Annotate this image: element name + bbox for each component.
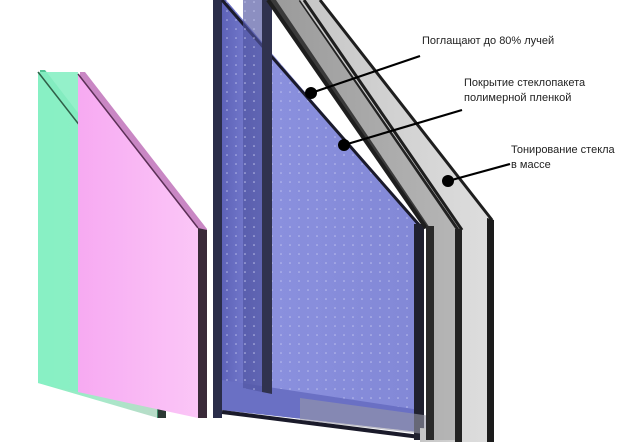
label-line: полимерной пленкой bbox=[464, 92, 572, 104]
grey-glass-outer bbox=[300, 0, 494, 442]
label-line: в массе bbox=[511, 159, 551, 171]
spacer-frame bbox=[243, 0, 490, 442]
pointer-dot-icon bbox=[305, 87, 317, 99]
callout-absorb bbox=[305, 54, 421, 99]
label-line: Покрытие стеклопакета bbox=[464, 77, 586, 89]
label-line: Поглащают до 80% лучей bbox=[422, 35, 555, 47]
pointer-dot-icon bbox=[442, 175, 454, 187]
callout-film bbox=[338, 108, 463, 151]
pink-film-layer bbox=[77, 72, 207, 418]
grey-glass-middle bbox=[266, 0, 460, 440]
callout-tint bbox=[442, 162, 511, 187]
label-line: Тонирование стекла bbox=[511, 144, 615, 156]
label-absorb-rays: Поглащают до 80% лучей bbox=[422, 34, 554, 49]
label-polymer-film-coating: Покрытие стеклопакета полимерной пленкой bbox=[464, 76, 585, 106]
label-mass-tinting: Тонирование стекла в массе bbox=[511, 143, 615, 173]
pointer-dot-icon bbox=[338, 139, 350, 151]
